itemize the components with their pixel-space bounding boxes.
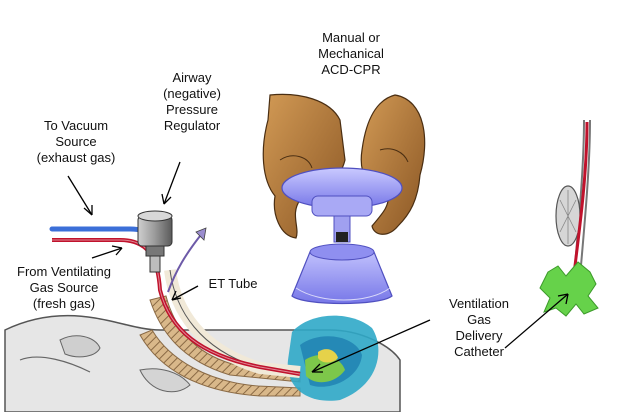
exhaust-tube [49,226,153,239]
pilot-line [167,235,201,293]
airway-wall-lower [139,329,301,397]
lungs [287,315,379,401]
pressure-regulator-label: Airway (negative) Pressure Regulator [163,70,221,133]
vacuum-source-label: To Vacuum Source (exhaust gas) [36,118,116,165]
catheter-inset [539,119,599,317]
ventilating-gas-source-label: From Ventilating Gas Source (fresh gas) [17,264,111,311]
et-tube-label: ET Tube [208,276,258,291]
alveoli [539,261,599,317]
cpr-hands [262,93,426,239]
acd-cpr-device [281,167,403,305]
leader-arrows [67,161,569,373]
pressure-regulator [137,210,173,273]
ventilation-catheter-label: Ventilation Gas Delivery Catheter [449,296,509,359]
acd-cpr-label: Manual or Mechanical ACD-CPR [318,30,384,77]
